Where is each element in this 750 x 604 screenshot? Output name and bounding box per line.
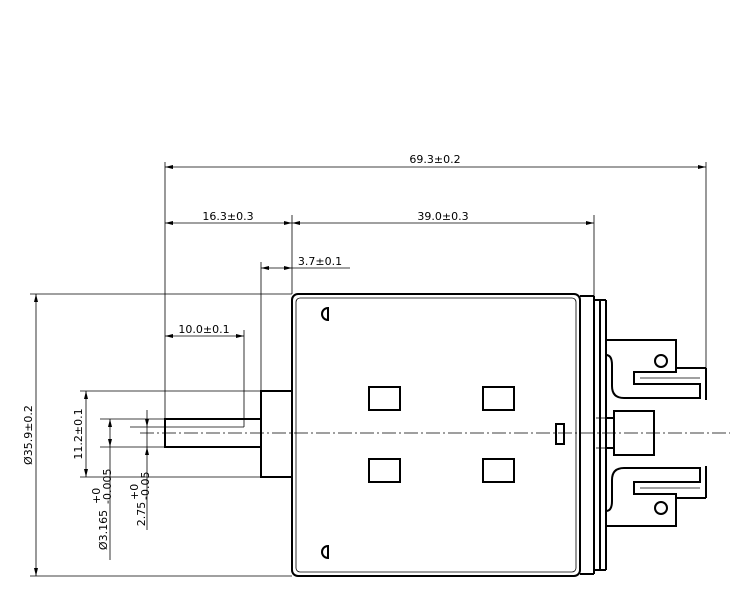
terminal-bottom [605, 466, 707, 527]
svg-text:+0: +0 [90, 488, 103, 504]
terminal-hole [654, 354, 668, 368]
body-mark-top [321, 306, 329, 322]
dim-shaft-flat-length: 10.0±0.1 [178, 323, 229, 336]
center-mark [555, 423, 565, 445]
svg-text:2.75: 2.75 [135, 502, 148, 527]
dim-flat-height: 2.75 +0 -0.05 [128, 472, 152, 527]
motor-body [291, 293, 595, 577]
vent-slot [482, 458, 515, 483]
terminal-hole [654, 501, 668, 515]
dim-body-length: 39.0±0.3 [417, 210, 468, 223]
dim-boss-length: 3.7±0.1 [298, 255, 342, 268]
extension-lines [30, 162, 707, 577]
terminal-top [605, 339, 707, 400]
vent-slot [368, 386, 401, 411]
svg-text:Ø3.165: Ø3.165 [97, 510, 110, 550]
dim-body-diameter: Ø35.9±0.2 [22, 405, 35, 465]
svg-text:-0.05: -0.05 [139, 472, 152, 500]
body-mark-bottom [321, 544, 329, 560]
front-boss [260, 390, 293, 478]
vent-slot [368, 458, 401, 483]
svg-text:+0: +0 [128, 484, 141, 500]
dim-shaft-diameter: Ø3.165 +0 -0.005 [90, 469, 114, 551]
shaft [164, 418, 261, 448]
dim-overall-length: 69.3±0.2 [409, 153, 460, 166]
dim-shaft-length: 16.3±0.3 [202, 210, 253, 223]
dimension-lines [34, 165, 706, 576]
vent-slot [482, 386, 515, 411]
dim-boss-diameter: 11.2±0.1 [72, 408, 85, 459]
svg-text:-0.005: -0.005 [101, 469, 114, 504]
